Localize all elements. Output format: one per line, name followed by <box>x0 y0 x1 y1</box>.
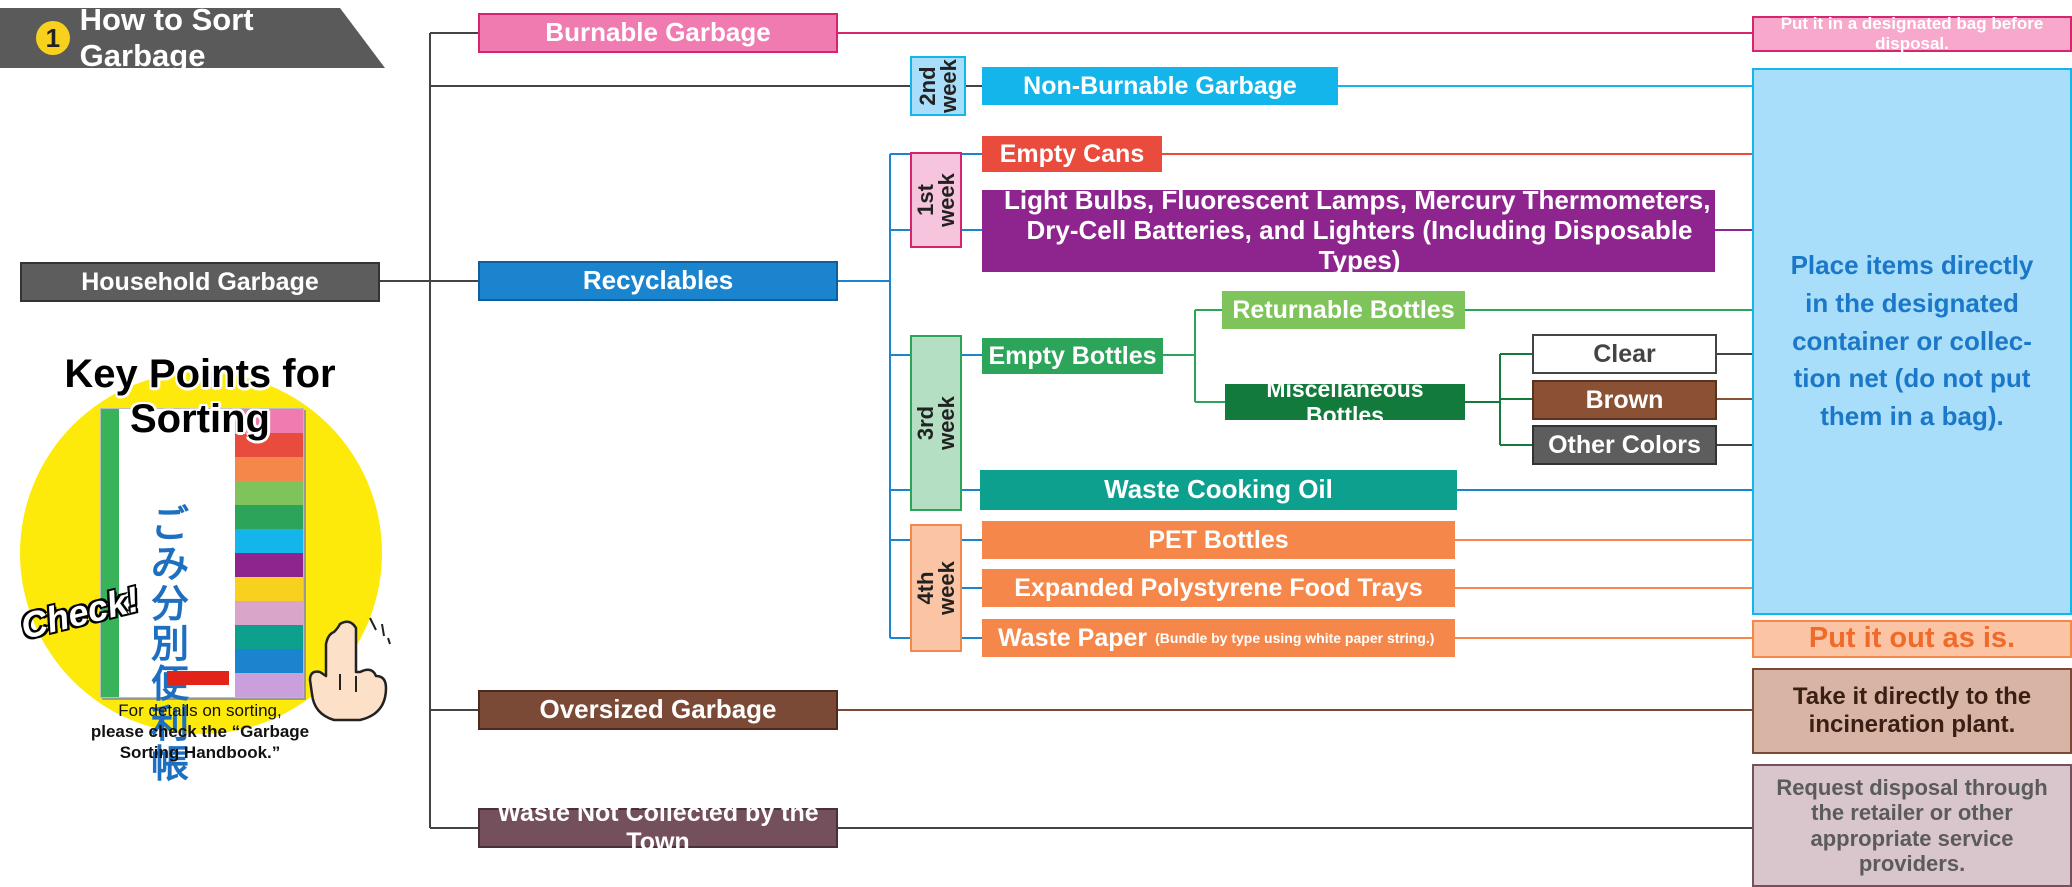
polystyrene-trays-label: Expanded Polystyrene Food Trays <box>1014 573 1423 602</box>
key-points-illustration: ごみ分別便利帳 Key Points for Sorting Check! Fo… <box>0 352 400 784</box>
misc-bottles-node: Miscellaneous Bottles <box>1225 376 1465 428</box>
polystyrene-trays-node: Expanded Polystyrene Food Trays <box>982 569 1455 607</box>
household-garbage-label: Household Garbage <box>81 267 319 296</box>
hazardous-items-node: Light Bulbs, Fluorescent Lamps, Mercury … <box>982 185 1715 275</box>
caption-line-1: For details on sorting, <box>118 701 282 720</box>
brown-bottles-label: Brown <box>1585 385 1664 414</box>
key-points-caption: For details on sorting, please check the… <box>80 700 320 763</box>
week-4-label: 4th week <box>910 524 962 652</box>
as-is-instruction: Put it out as is. <box>1752 620 2072 658</box>
hazardous-items-line-1: Light Bulbs, Fluorescent Lamps, Mercury … <box>1004 185 1711 216</box>
week-1-label: 1st week <box>910 152 962 248</box>
recyclables-node: Recyclables <box>478 261 838 301</box>
empty-bottles-node: Empty Bottles <box>982 338 1163 374</box>
empty-cans-node: Empty Cans <box>982 136 1162 172</box>
not-collected-node: Waste Not Collected by the Town <box>478 799 838 856</box>
pointing-hand-icon <box>308 617 391 722</box>
non-burnable-garbage-node: Non-Burnable Garbage <box>982 67 1338 105</box>
section-title: How to Sort Garbage <box>79 2 254 73</box>
incineration-instruction: Take it directly to the incineration pla… <box>1752 668 2072 754</box>
other-color-bottles-label: Other Colors <box>1548 430 1701 459</box>
caption-line-2: please check the “Garbage Sorting Handbo… <box>90 722 310 762</box>
returnable-bottles-node: Returnable Bottles <box>1222 291 1465 329</box>
bag-instruction: Put it in a designated bag before dispos… <box>1752 14 2072 53</box>
empty-bottles-label: Empty Bottles <box>988 341 1157 370</box>
waste-paper-label: Waste Paper <box>998 623 1148 652</box>
retailer-instruction-text: Request disposal through the retailer or… <box>1776 774 2048 876</box>
container-instruction-text: Place items directly in the designated c… <box>1790 250 2034 432</box>
brown-bottles-node: Brown <box>1532 380 1717 420</box>
handbook-title: ごみ分別便利帳 <box>151 502 190 786</box>
bag-instruction-text: Put it in a designated bag before dispos… <box>1780 14 2044 53</box>
handbook-ruler <box>101 409 119 697</box>
pet-bottles-label: PET Bottles <box>1148 525 1289 554</box>
week-2-label: 2nd week <box>910 56 966 116</box>
incineration-instruction-text: Take it directly to the incineration pla… <box>1792 683 2032 738</box>
cooking-oil-label: Waste Cooking Oil <box>1104 474 1333 505</box>
cooking-oil-node: Waste Cooking Oil <box>980 470 1457 510</box>
burnable-garbage-label: Burnable Garbage <box>545 17 771 48</box>
oversized-garbage-label: Oversized Garbage <box>539 694 777 725</box>
household-garbage-node: Household Garbage <box>20 262 380 302</box>
hazardous-items-line-2: Dry-Cell Batteries, and Lighters (Includ… <box>1026 215 1693 275</box>
handbook-red-label <box>167 671 229 685</box>
other-color-bottles-node: Other Colors <box>1532 425 1717 465</box>
clear-bottles-node: Clear <box>1532 334 1717 374</box>
misc-bottles-label: Miscellaneous Bottles <box>1266 375 1424 428</box>
week-3-label: 3rd week <box>910 335 962 511</box>
retailer-instruction: Request disposal through the retailer or… <box>1752 764 2072 887</box>
section-title-banner: 1 How to Sort Garbage <box>0 8 385 68</box>
returnable-bottles-label: Returnable Bottles <box>1232 295 1455 324</box>
handbook-color-index <box>235 409 303 697</box>
clear-bottles-label: Clear <box>1593 339 1656 368</box>
pet-bottles-node: PET Bottles <box>982 521 1455 559</box>
waste-paper-node: Waste Paper (Bundle by type using white … <box>982 619 1455 657</box>
section-number-badge: 1 <box>36 21 70 55</box>
sorting-handbook-cover: ごみ分別便利帳 <box>100 408 304 784</box>
waste-paper-note: (Bundle by type using white paper string… <box>1155 629 1435 646</box>
as-is-instruction-text: Put it out as is. <box>1808 622 2016 655</box>
not-collected-label: Waste Not Collected by the Town <box>497 799 819 856</box>
oversized-garbage-node: Oversized Garbage <box>478 690 838 730</box>
non-burnable-garbage-label: Non-Burnable Garbage <box>1023 71 1297 100</box>
burnable-garbage-node: Burnable Garbage <box>478 13 838 53</box>
container-instruction-panel: Place items directly in the designated c… <box>1752 68 2072 615</box>
key-points-title: Key Points for Sorting <box>64 352 336 441</box>
recyclables-label: Recyclables <box>582 265 734 296</box>
empty-cans-label: Empty Cans <box>999 139 1145 168</box>
